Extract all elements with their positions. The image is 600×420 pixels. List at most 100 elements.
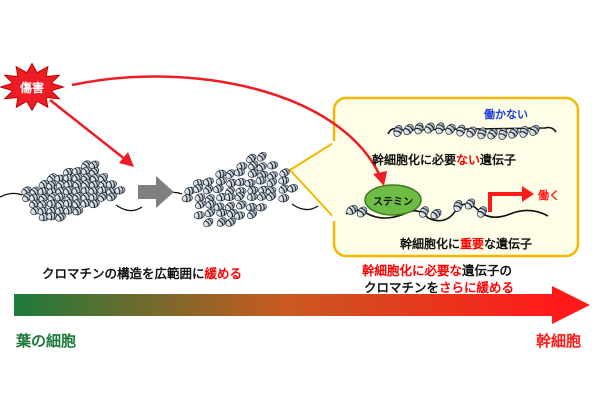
right-caption-line1-highlight: 幹細胞化に必要な [362,263,463,278]
gradient-bar-head [552,286,590,324]
right-caption-line2-highlight: さらに緩める [439,280,515,295]
right-caption-line1-rest: 遺伝子の [462,263,513,278]
nucleosome-9 [247,169,259,178]
nucleosome-5 [445,123,456,135]
nucleosome-54 [234,211,245,220]
nucleosome-56 [203,217,214,228]
left-caption-highlight: 緩める [204,266,243,281]
nucleosome-50 [71,198,82,208]
nucleosome-34 [194,193,206,202]
damage-arrow-head-2 [373,171,387,186]
left-caption-before: クロマチンの構造を広範囲に [42,266,205,281]
gradient-bar-body [14,294,554,316]
loosened-chromatin [159,151,319,228]
nucleosome-50 [193,211,205,220]
nucleosome-0 [346,205,358,215]
gene-important-after: な遺伝子 [484,237,533,251]
nucleosome-5 [464,198,476,210]
nucleosome-18 [244,179,256,188]
inactive-gene-strand [387,122,557,140]
nucleosome-6 [477,206,487,218]
nucleosome-21 [105,180,117,189]
nucleosome-46 [224,201,235,212]
nucleosome-47 [236,200,247,210]
nucleosome-9 [487,128,498,140]
compact-chromatin [0,160,143,222]
gene-not-needed-highlight: ない [456,153,481,167]
nucleosome-11 [267,171,278,181]
inactive-label: 働かない [484,108,528,121]
nucleosome-58 [72,206,84,216]
nucleosome-42 [278,194,290,203]
nucleosome-52 [216,208,228,217]
inset-box [332,96,580,258]
nucleosome-3 [424,122,435,134]
gene-important-label: 幹細胞化に重要な遺伝子 [400,235,532,252]
nucleosome-57 [63,206,75,215]
transition-arrow [138,176,174,208]
nucleosome-61 [55,212,66,222]
damage-arrow-to-stemin [71,75,382,177]
nucleosome-3 [248,160,259,170]
nucleosome-17 [235,178,247,187]
nucleosome-7 [225,169,236,179]
nucleosome-17 [72,179,83,189]
nucleosome-33 [114,186,126,195]
nucleosome-7 [466,126,477,138]
nucleosome-2 [419,206,429,218]
left-caption: クロマチンの構造を広範囲に緩める [42,263,242,282]
right-caption-line1: 幹細胞化に必要な遺伝子の [362,260,512,279]
gene-not-needed-after: 遺伝子 [480,153,517,167]
nucleosome-52 [89,199,100,209]
stem-cell-label: 幹細胞 [536,332,582,350]
nucleosome-40 [257,192,268,201]
nucleosome-5 [267,161,279,170]
damage-burst-icon [0,62,66,112]
nucleosome-10 [498,127,508,140]
nucleosome-44 [205,200,217,209]
gene-important-highlight: 重要 [460,237,485,251]
nucleosome-58 [225,217,236,227]
nucleosome-55 [247,209,258,220]
nucleosome-8 [477,127,487,140]
nucleosome-8 [233,168,245,177]
nucleosome-23 [192,183,204,193]
nucleosome-4 [256,162,267,172]
nucleosome-24 [203,184,214,195]
nucleosome-19 [255,176,267,185]
damage-arrow-head-1 [119,152,134,167]
nucleosome-38 [234,191,245,202]
nucleosome-31 [278,184,289,194]
nucleosome-20 [266,178,278,188]
nucleosome-36 [38,193,49,203]
damage-label: 傷害 [20,81,45,95]
leaf-cell-label: 葉の細胞 [16,332,77,350]
nucleosome-38 [54,192,66,202]
right-caption-line2-before: クロマチンを [364,280,440,295]
nucleosome-22 [184,186,196,196]
nucleosome-6 [215,169,227,178]
stemin-protein [364,184,422,216]
stemin-label: ステミン [373,197,413,208]
gene-important-before: 幹細胞化に [400,237,461,251]
cell-transition-bar [14,286,590,324]
nucleosome-1 [356,206,368,218]
damage-arrow-to-chromatin [49,99,127,161]
nucleosome-41 [266,191,277,201]
nucleosome-32 [287,184,299,193]
nucleosome-11 [508,127,519,139]
damage-arrows [49,75,387,186]
nucleosome-6 [456,124,466,137]
gene-active-arrow-head [522,186,534,202]
nucleosome-49 [255,203,267,212]
right-caption-line2: クロマチンをさらに緩める [364,277,514,296]
inset-pointer-mask [332,141,338,221]
nucleosome-15 [215,177,227,186]
gene-not-needed-before: 幹細胞化に必要 [372,153,457,167]
nucleosome-57 [216,217,227,227]
nucleosome-1 [256,151,267,162]
nucleosome-4 [453,200,463,212]
active-label: 働く [538,189,560,202]
